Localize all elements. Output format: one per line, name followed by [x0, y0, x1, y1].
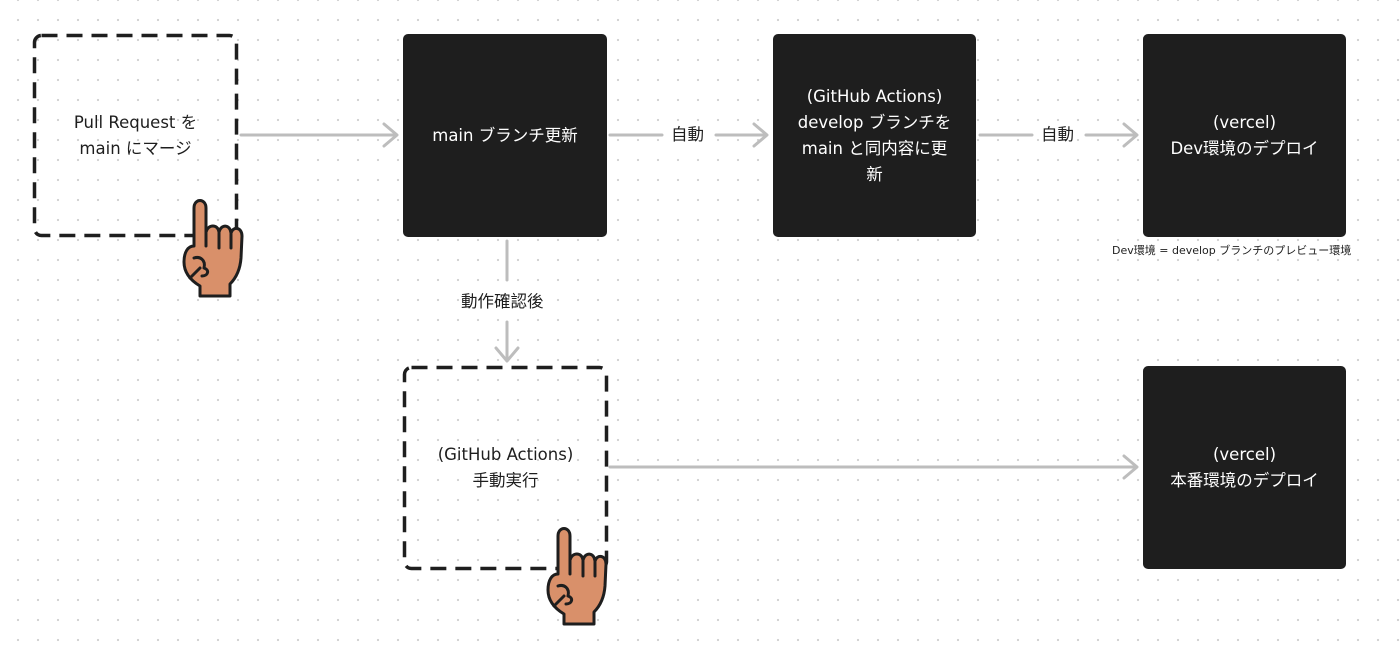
- node-vercel-prod-line2: 本番環境のデプロイ: [1170, 470, 1319, 490]
- node-vercel-dev: (vercel) Dev環境のデプロイ: [1143, 34, 1346, 237]
- node-pr-merge: Pull Request を main にマージ: [32, 33, 239, 238]
- edge-label-after-check: 動作確認後: [461, 291, 544, 313]
- node-gha-develop-line2: develop ブランチを: [797, 112, 952, 132]
- edge-label-auto-1: 自動: [671, 124, 704, 146]
- node-vercel-dev-line1: (vercel): [1212, 112, 1277, 132]
- dashed-border: [32, 33, 239, 238]
- node-gha-manual-line2: 手動実行: [472, 471, 539, 490]
- node-pr-merge-line1: Pull Request を: [73, 112, 198, 132]
- dev-env-note: Dev環境 = develop ブランチのプレビュー環境: [1112, 244, 1352, 257]
- node-gha-develop-line1: (GitHub Actions): [806, 86, 943, 106]
- node-vercel-dev-line2: Dev環境のデプロイ: [1170, 138, 1319, 158]
- node-main-update-line1: main ブランチ更新: [432, 125, 578, 145]
- dashed-border: [402, 365, 609, 571]
- node-gha-develop-line3: main と同内容に更: [801, 138, 948, 158]
- edge-label-auto-2: 自動: [1041, 124, 1074, 146]
- node-gha-manual: (GitHub Actions) 手動実行: [402, 365, 609, 571]
- node-vercel-prod-line1: (vercel): [1212, 444, 1277, 464]
- pointing-hand-icon: [182, 199, 244, 298]
- node-main-update: main ブランチ更新: [403, 34, 607, 237]
- node-gha-develop: (GitHub Actions) develop ブランチを main と同内容…: [773, 34, 976, 237]
- node-vercel-prod: (vercel) 本番環境のデプロイ: [1143, 366, 1346, 569]
- node-gha-manual-line1: (GitHub Actions): [437, 445, 574, 464]
- node-pr-merge-line2: main にマージ: [79, 138, 192, 158]
- pointing-hand-icon: [546, 527, 608, 626]
- node-gha-develop-line4: 新: [866, 164, 883, 184]
